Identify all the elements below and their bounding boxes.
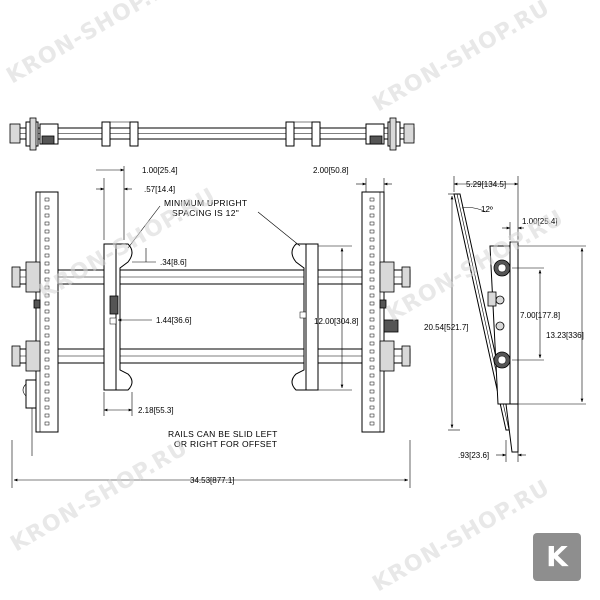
watermark-4: KRON-SHOP.RU: [383, 205, 569, 327]
upright-hole: [369, 269, 375, 274]
upright-hole: [369, 229, 375, 234]
upright-hole: [369, 205, 375, 210]
upright-hole: [44, 229, 50, 234]
upright-hole: [44, 293, 50, 298]
upright-hole: [369, 373, 375, 378]
upright-hole: [369, 309, 375, 314]
upright-hole: [369, 221, 375, 226]
upright-hole: [44, 261, 50, 266]
upright-hole: [44, 205, 50, 210]
upright-hole: [44, 317, 50, 322]
upright-hole: [44, 277, 50, 282]
watermark-5: KRON-SHOP.RU: [7, 435, 193, 557]
top-view-left-bracket: [25, 117, 59, 151]
kron-shop-logo: K: [533, 533, 581, 581]
upright-hole: [44, 357, 50, 362]
upright-hole: [369, 421, 375, 426]
note-minimum-upright-2: SPACING IS 12": [172, 208, 239, 218]
upright-hole: [369, 357, 375, 362]
right-upright: [361, 191, 399, 433]
upright-hole: [369, 285, 375, 290]
watermark-2: KRON-SHOP.RU: [369, 0, 555, 117]
upright-hole: [44, 381, 50, 386]
upright-hole: [44, 421, 50, 426]
dim-12-00: 12.00[304.8]: [314, 317, 358, 326]
upright-hole: [44, 197, 50, 202]
upright-hole: [369, 389, 375, 394]
right-wall-bracket: [291, 243, 319, 391]
upright-hole: [369, 197, 375, 202]
upright-hole: [369, 293, 375, 298]
upright-hole: [44, 301, 50, 306]
front-dimensions: [11, 166, 411, 488]
upright-hole: [44, 397, 50, 402]
note-rails-1: RAILS CAN BE SLID LEFT: [168, 429, 278, 439]
logo-letter: K: [546, 540, 568, 573]
watermark-6: KRON-SHOP.RU: [369, 475, 555, 597]
upright-hole: [369, 237, 375, 242]
upright-hole: [369, 317, 375, 322]
upright-hole: [369, 341, 375, 346]
upright-hole: [369, 397, 375, 402]
upright-hole: [44, 237, 50, 242]
upright-hole: [44, 221, 50, 226]
upright-hole: [369, 413, 375, 418]
note-rails-2: OR RIGHT FOR OFFSET: [174, 439, 277, 449]
dim-12-degrees: 12º: [481, 205, 493, 214]
dim-1-00-front: 1.00[25.4]: [142, 166, 178, 175]
dim-2-18: 2.18[55.3]: [138, 406, 174, 415]
watermark-1: KRON-SHOP.RU: [3, 0, 189, 89]
upright-hole: [369, 349, 375, 354]
upright-hole: [44, 373, 50, 378]
dim-0-57: .57[14.4]: [144, 185, 175, 194]
side-dimensions: [448, 176, 586, 462]
upright-hole: [44, 405, 50, 410]
upright-hole: [44, 285, 50, 290]
dim-2-00: 2.00[50.8]: [313, 166, 349, 175]
dim-20-54: 20.54[521.7]: [424, 323, 468, 332]
upright-hole: [44, 365, 50, 370]
side-view: 5.29[134.5] 12º 1.00[25.4] 7.00[177.8] 2…: [424, 176, 586, 462]
upright-hole: [369, 325, 375, 330]
upright-hole: [369, 301, 375, 306]
watermarks: KRON-SHOP.RU KRON-SHOP.RU KRON-SHOP.RU K…: [3, 0, 569, 597]
upright-hole: [369, 365, 375, 370]
upright-hole: [44, 333, 50, 338]
upright-hole: [369, 253, 375, 258]
dim-0-93: .93[23.6]: [458, 451, 489, 460]
upright-hole: [369, 261, 375, 266]
top-view: [9, 117, 415, 151]
upright-hole: [369, 213, 375, 218]
upright-hole: [44, 341, 50, 346]
upright-hole: [44, 253, 50, 258]
upright-hole: [44, 349, 50, 354]
upright-hole: [369, 405, 375, 410]
upright-hole: [369, 333, 375, 338]
upright-hole: [369, 277, 375, 282]
front-view: 1.00[25.4] .57[14.4] .34[8.6] 1.44[36.6]…: [11, 166, 411, 488]
upright-hole: [44, 213, 50, 218]
upright-hole: [44, 325, 50, 330]
dim-5-29: 5.29[134.5]: [466, 180, 506, 189]
left-wall-bracket: [103, 243, 133, 391]
upright-hole: [44, 269, 50, 274]
dim-13-23: 13.23[336]: [546, 331, 584, 340]
upright-hole: [44, 413, 50, 418]
dim-1-00-side: 1.00[25.4]: [522, 217, 558, 226]
dim-34-53: 34.53[877.1]: [190, 476, 234, 485]
upright-hole: [369, 245, 375, 250]
dim-1-44: 1.44[36.6]: [156, 316, 192, 325]
note-minimum-upright-1: MINIMUM UPRIGHT: [164, 198, 247, 208]
upright-hole: [44, 389, 50, 394]
left-upright: [22, 191, 59, 456]
dim-0-34: .34[8.6]: [160, 258, 187, 267]
watermark-3: KRON-SHOP.RU: [35, 183, 221, 305]
upright-hole: [369, 381, 375, 386]
upright-hole: [44, 245, 50, 250]
dim-7-00: 7.00[177.8]: [520, 311, 560, 320]
upright-hole: [44, 309, 50, 314]
top-view-right-bracket: [365, 117, 401, 151]
